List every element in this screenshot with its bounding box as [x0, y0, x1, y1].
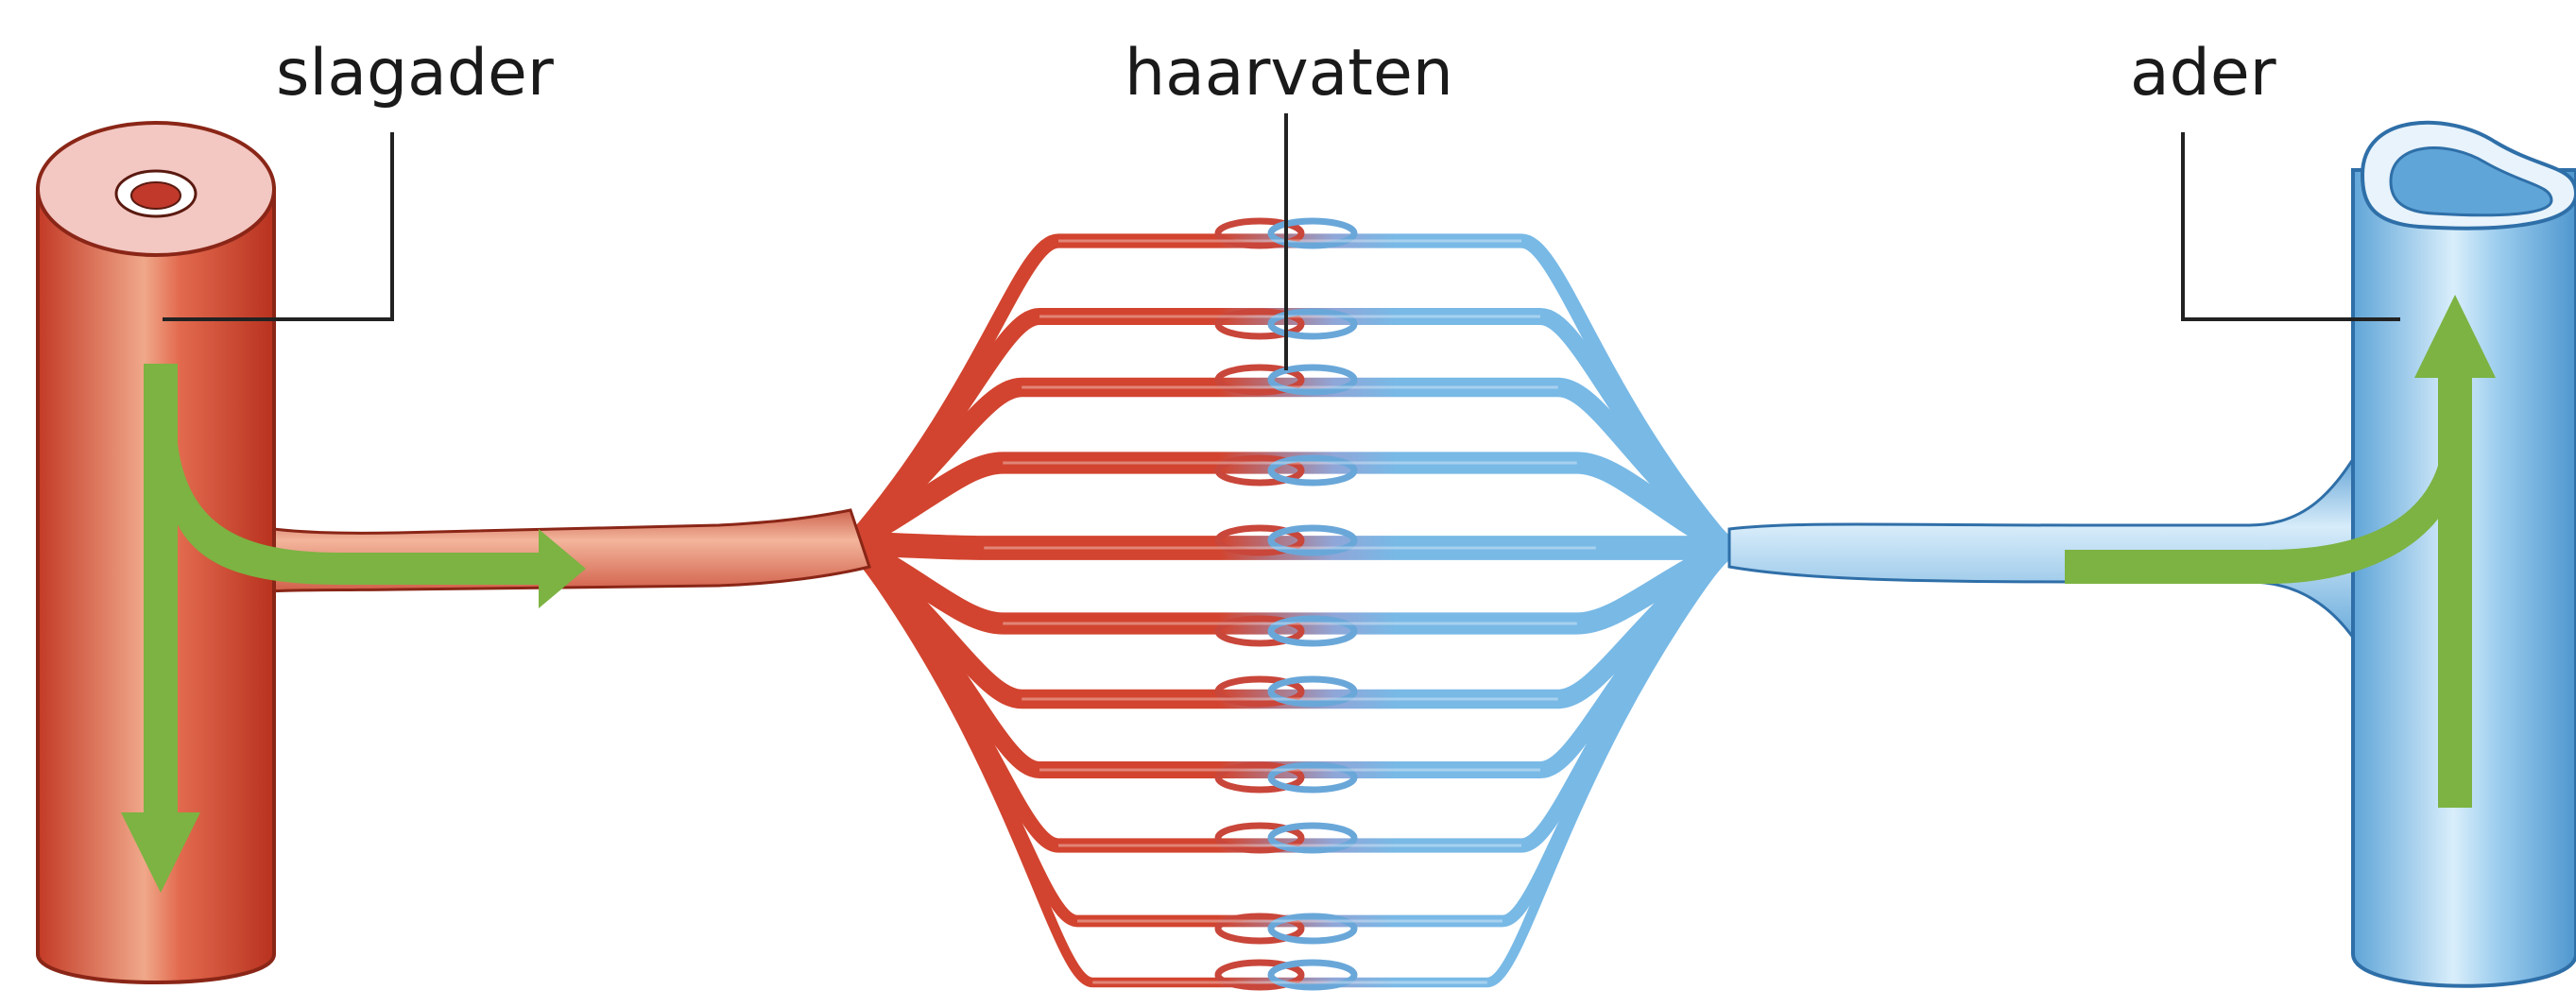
arrow-icon — [144, 364, 178, 836]
vein-label: ader — [2130, 42, 2276, 106]
capillary-network — [850, 221, 1729, 987]
capillaries-label: haarvaten — [1125, 42, 1453, 106]
venule — [1729, 444, 2362, 652]
arrow-icon — [2438, 378, 2472, 808]
artery-label: slagader — [276, 42, 554, 106]
